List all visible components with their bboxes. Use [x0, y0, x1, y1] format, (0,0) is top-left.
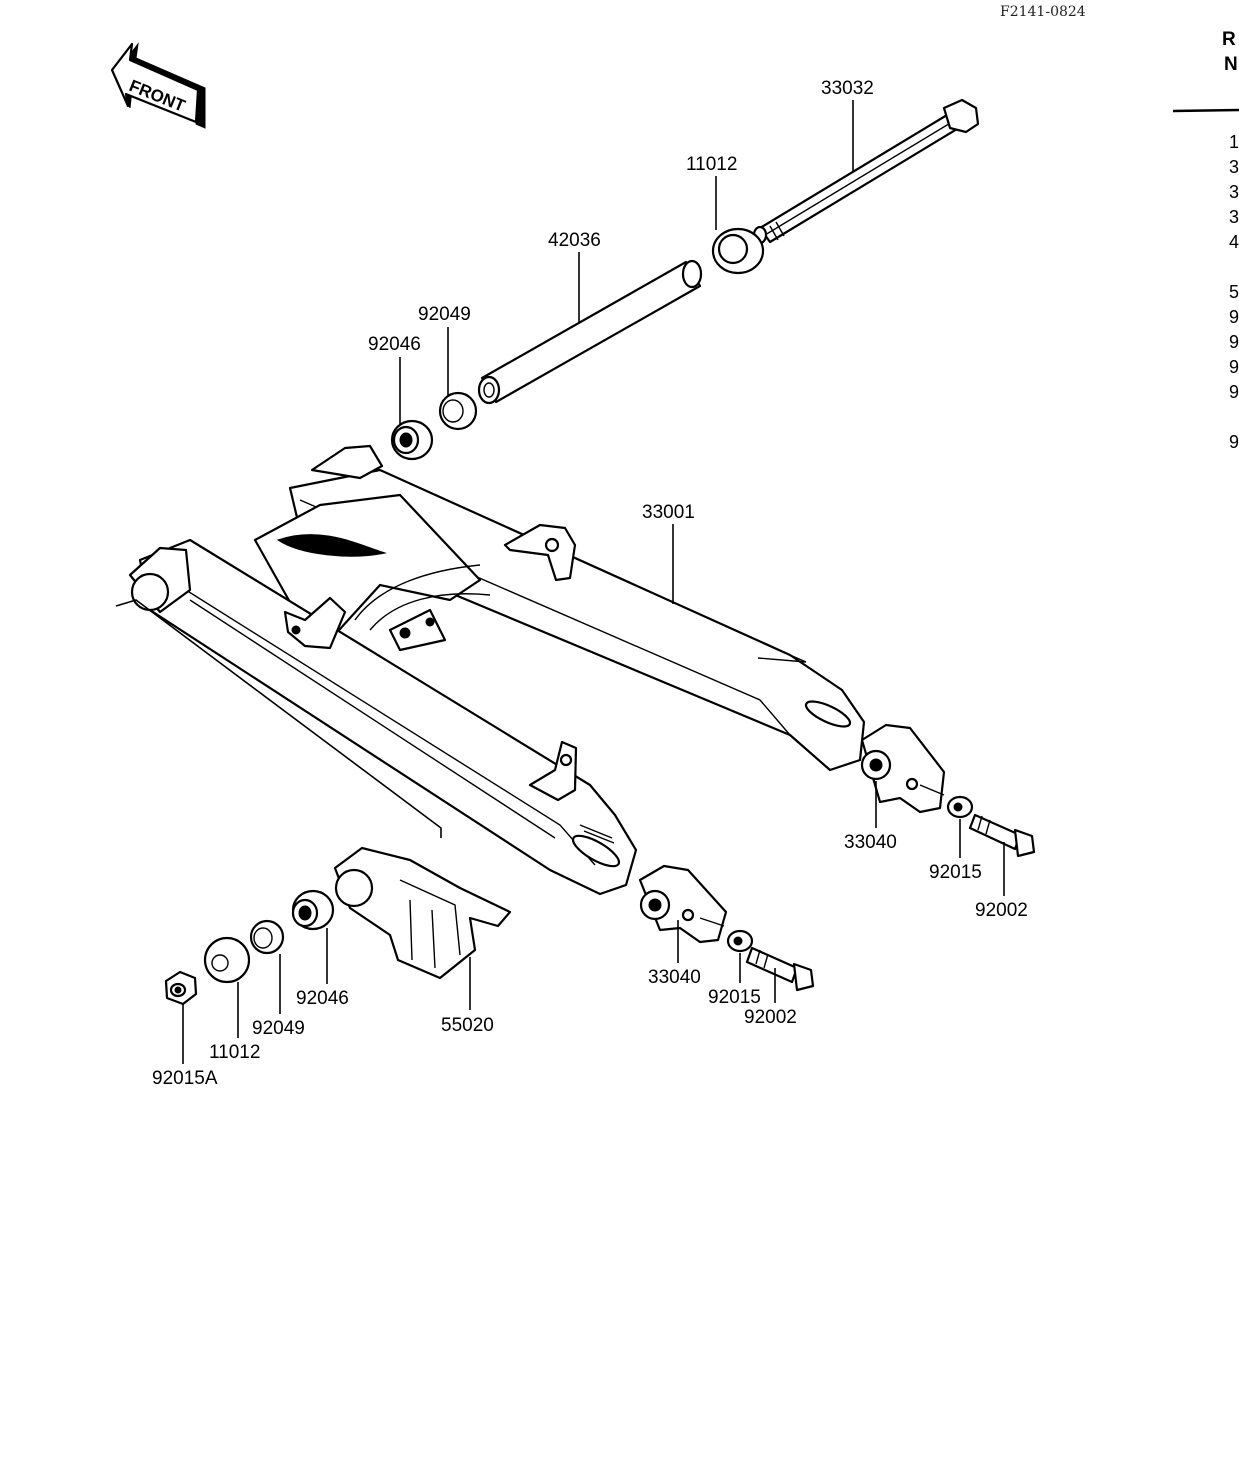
bolt-92002-left [745, 946, 815, 992]
seal-92049-top [438, 391, 478, 431]
ref-header-n: N [1224, 54, 1238, 75]
ref-item: 9 [1229, 382, 1239, 402]
ref-header-r: R [1222, 29, 1236, 50]
label-92015A: 92015A [152, 1068, 218, 1089]
parts-reference-list: R N 1 3 3 3 4 5 9 9 9 9 9 [1172, 29, 1239, 452]
ref-item: 1 [1229, 132, 1239, 152]
nut-92015-left [726, 929, 754, 953]
label-92015-left: 92015 [708, 987, 761, 1008]
label-92049-top: 92049 [418, 304, 471, 325]
collar-11012-bottom [203, 936, 251, 984]
label-33032: 33032 [821, 78, 874, 99]
label-92002-right: 92002 [975, 900, 1028, 921]
ref-item: 9 [1229, 432, 1239, 452]
ref-item: 3 [1229, 157, 1239, 177]
label-33040-left: 33040 [648, 967, 701, 988]
swingarm-33001 [128, 444, 866, 896]
ref-item: 9 [1229, 357, 1239, 377]
label-11012-top: 11012 [686, 154, 737, 175]
nut-92015A [164, 970, 198, 1006]
figure-code: F2141-0824 [1000, 4, 1086, 20]
ref-item: 3 [1229, 207, 1239, 227]
nut-92015-right [946, 795, 974, 819]
sleeve-42036 [477, 259, 703, 405]
bearing-92046-top [390, 419, 434, 461]
label-92049-bottom: 92049 [252, 1018, 305, 1039]
label-33001: 33001 [642, 502, 695, 523]
seal-92049-bottom [249, 919, 285, 955]
collar-11012-top [711, 227, 765, 275]
ref-item: 5 [1229, 282, 1239, 302]
bearing-92046-bottom [291, 889, 335, 931]
ref-item: 9 [1229, 332, 1239, 352]
chain-adjuster-33040-left [638, 864, 728, 944]
ref-item: 4 [1229, 232, 1239, 252]
bolt-92002-right [968, 813, 1036, 858]
label-92046-bottom: 92046 [296, 988, 349, 1009]
chain-guide-55020 [333, 846, 512, 980]
ref-item: 3 [1229, 182, 1239, 202]
label-33040-right: 33040 [844, 832, 897, 853]
label-92046-top: 92046 [368, 334, 421, 355]
label-42036: 42036 [548, 230, 601, 251]
front-arrow-icon: FRONT [110, 42, 206, 129]
label-92002-left: 92002 [744, 1007, 797, 1028]
label-55020: 55020 [441, 1015, 494, 1036]
label-92015-right: 92015 [929, 862, 982, 883]
pivot-bolt-33032 [752, 98, 980, 245]
chain-adjuster-33040-right [860, 723, 946, 814]
ref-item: 9 [1229, 307, 1239, 327]
label-11012-bottom: 11012 [209, 1042, 260, 1063]
chain-guide-leader [115, 599, 442, 838]
